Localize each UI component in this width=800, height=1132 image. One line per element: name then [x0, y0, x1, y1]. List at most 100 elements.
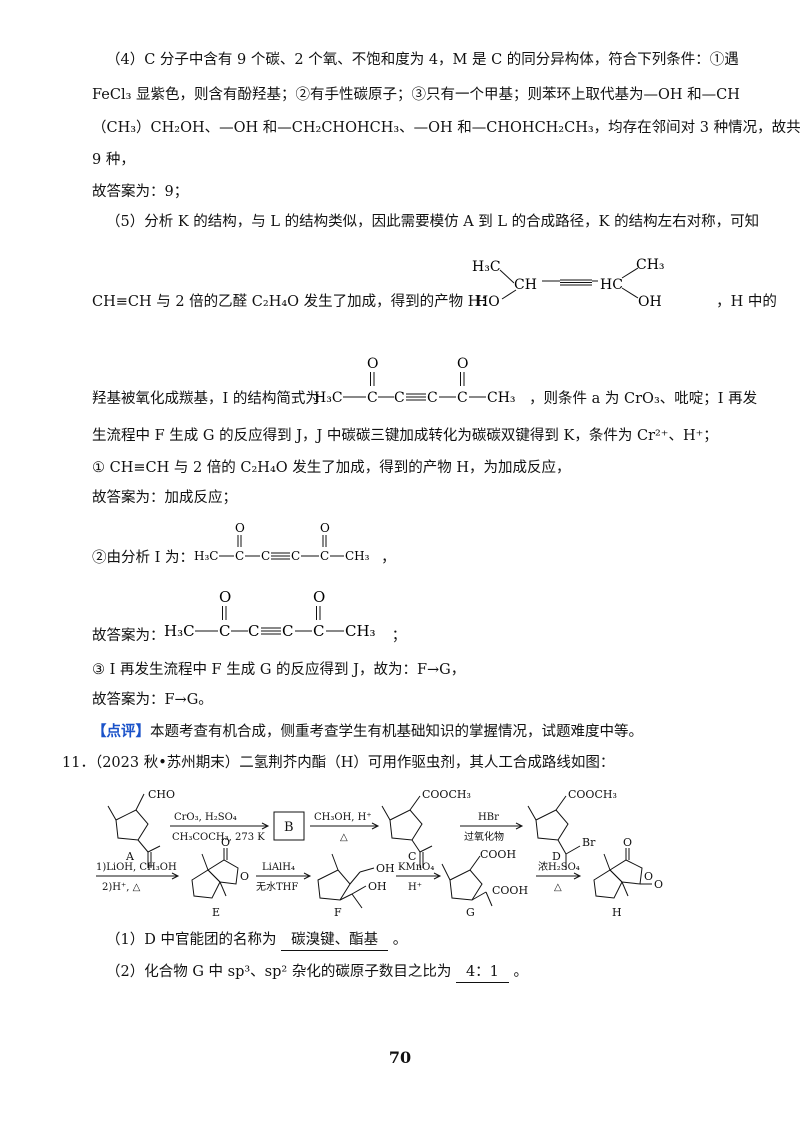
text-fragment: ②由分析 I 为：: [92, 550, 194, 566]
compound-label: D: [552, 850, 561, 863]
answer-blank: 4：1: [455, 962, 509, 983]
structure-label: O: [313, 588, 325, 606]
structure-label: O: [367, 356, 378, 372]
text-line: 故答案为：加成反应；: [92, 490, 237, 506]
structure-h: H₃C CH HO HC CH₃ OH: [472, 257, 665, 310]
question-text: （2）化合物 G 中 sp³、sp² 杂化的碳原子数目之比为: [106, 964, 452, 980]
text-line: （4）C 分子中含有 9 个碳、2 个氧、不饱和度为 4，M 是 C 的同分异构…: [106, 52, 739, 68]
compound-label: H: [612, 906, 622, 919]
structure-label: C: [320, 549, 329, 563]
structure-label: CH₃: [636, 257, 665, 273]
structure-label: O: [235, 521, 245, 535]
text-fragment: CH≡CH 与 2 倍的乙醛 C₂H₄O 发生了加成，得到的产物 H：: [92, 294, 495, 310]
comment-line: 【点评】本题考查有机合成，侧重考查学生有机基础知识的掌握情况，试题难度中等。: [92, 722, 643, 742]
text-line: 9 种，: [92, 152, 135, 168]
page-number: 70: [388, 1048, 412, 1067]
compound-label: G: [466, 906, 475, 919]
answer-blank: 碳溴键、酯基: [281, 930, 389, 951]
structure-label: C: [313, 622, 324, 640]
text-line: 故答案为：9；: [92, 184, 189, 200]
condition-label: 无水THF: [256, 881, 298, 893]
structure-label: C: [457, 390, 468, 406]
text-line: CH≡CH 与 2 倍的乙醛 C₂H₄O 发生了加成，得到的产物 H： ，H 中…: [92, 292, 777, 312]
structure-label: H₃C: [194, 549, 218, 563]
condition-label: KMnO₄: [398, 862, 434, 873]
condition-label: HBr: [478, 812, 499, 823]
structure-i: O O H₃C C C C C CH₃: [314, 356, 516, 406]
structure-label: HO: [476, 294, 500, 310]
structure-label: C: [427, 390, 438, 406]
text-fragment: 羟基被氧化成羰基，I 的结构简式为: [92, 391, 320, 407]
structure-label: C: [261, 549, 270, 563]
group-label: COOCH₃: [568, 788, 617, 801]
group-label: CHO: [148, 788, 175, 801]
structure-label: CH₃: [345, 549, 370, 563]
text-line: ① CH≡CH 与 2 倍的 C₂H₄O 发生了加成，得到的产物 H，为加成反应…: [92, 460, 571, 476]
text-fragment: ；: [391, 628, 407, 644]
condition-label: △: [554, 882, 562, 893]
atom-label: O: [221, 836, 230, 849]
text-line: ③ I 再发生流程中 F 生成 G 的反应得到 J，故为：F→G，: [92, 662, 466, 678]
structure-label: CH₃: [345, 622, 376, 640]
question-1: （1）D 中官能团的名称为 碳溴键、酯基 。: [106, 930, 407, 951]
text-line: 生流程中 F 生成 G 的反应得到 J，J 中碳碳三键加成转化为碳碳双键得到 K…: [92, 428, 718, 444]
atom-label: O: [644, 870, 653, 883]
comment-tag: 【点评】: [92, 723, 150, 740]
group-label: COOCH₃: [422, 788, 471, 801]
condition-label: CrO₃, H₂SO₄: [174, 812, 237, 823]
structure-label: H₃C: [472, 259, 501, 275]
text-fragment: 故答案为：: [92, 628, 165, 644]
structure-label: O: [219, 588, 231, 606]
structure-label: CH: [514, 277, 537, 293]
synthesis-scheme: CHO CrO₃, H₂SO₄ CH₃COCH₃, 273 K B CH₃OH,…: [96, 788, 663, 919]
group-label: COOH: [480, 848, 516, 861]
text-line: 羟基被氧化成羰基，I 的结构简式为 ，则条件 a 为 CrO₃、吡啶；I 再发: [92, 389, 757, 409]
text-line: FeCl₃ 显紫色，则含有酚羟基；②有手性碳原子；③只有一个甲基；则苯环上取代基…: [92, 87, 740, 103]
condition-label: 2)H⁺, △: [102, 882, 141, 893]
structure-label: O: [457, 356, 468, 372]
question-text: 。: [513, 964, 529, 980]
atom-label: O: [623, 836, 632, 849]
text-line: （5）分析 K 的结构，与 L 的结构类似，因此需要模仿 A 到 L 的合成路径…: [106, 214, 760, 230]
structure-label: O: [320, 521, 330, 535]
compound-label: A: [125, 850, 135, 863]
text-line: 故答案为： ；: [92, 626, 406, 646]
group-label: COOH: [492, 884, 528, 897]
structure-label: H₃C: [314, 390, 343, 406]
text-line: ②由分析 I 为： ，: [92, 548, 396, 568]
group-label: OH: [368, 880, 387, 893]
compound-b: B: [284, 820, 294, 835]
condition-label: 浓H₂SO₄: [538, 861, 580, 873]
structure-label: C: [394, 390, 405, 406]
structure-label: H₃C: [164, 622, 195, 640]
structure-label: C: [282, 622, 293, 640]
structure-label: C: [235, 549, 244, 563]
text-fragment: ，则条件 a 为 CrO₃、吡啶；I 再发: [529, 391, 758, 407]
question-text: 。: [392, 932, 408, 948]
text-line: （CH₃）CH₂OH、—OH 和—CH₂CHOHCH₃、—OH 和—CHOHCH…: [92, 120, 800, 136]
structure-label: C: [248, 622, 259, 640]
text-fragment: ，: [381, 550, 396, 566]
structure-label: C: [367, 390, 378, 406]
structure-label: CH₃: [487, 390, 516, 406]
atom-label: O: [240, 870, 249, 883]
structure-i-small: O O H₃C C C C C CH₃: [194, 521, 370, 563]
atom-label: O: [654, 878, 663, 891]
text-line: 故答案为：F→G。: [92, 692, 213, 708]
structure-i-answer: O O H₃C C C C C CH₃: [164, 588, 376, 640]
condition-label: 过氧化物: [464, 830, 504, 843]
group-label: OH: [376, 862, 395, 875]
question-text: （1）D 中官能团的名称为: [106, 932, 277, 948]
condition-label: CH₃COCH₃, 273 K: [172, 832, 265, 843]
question-2: （2）化合物 G 中 sp³、sp² 杂化的碳原子数目之比为 4：1 。: [106, 962, 528, 983]
structure-label: C: [291, 549, 300, 563]
condition-label: 1)LiOH, CH₃OH: [96, 862, 177, 873]
condition-label: △: [340, 832, 348, 843]
question-title: 11．（2023 秋•苏州期末）二氢荆芥内酯（H）可用作驱虫剂，其人工合成路线如…: [62, 755, 615, 771]
structure-label: OH: [638, 294, 662, 310]
condition-label: CH₃OH, H⁺: [314, 812, 372, 823]
condition-label: H⁺: [408, 882, 422, 893]
compound-label: C: [408, 850, 416, 863]
text-fragment: ，H 中的: [716, 294, 777, 310]
